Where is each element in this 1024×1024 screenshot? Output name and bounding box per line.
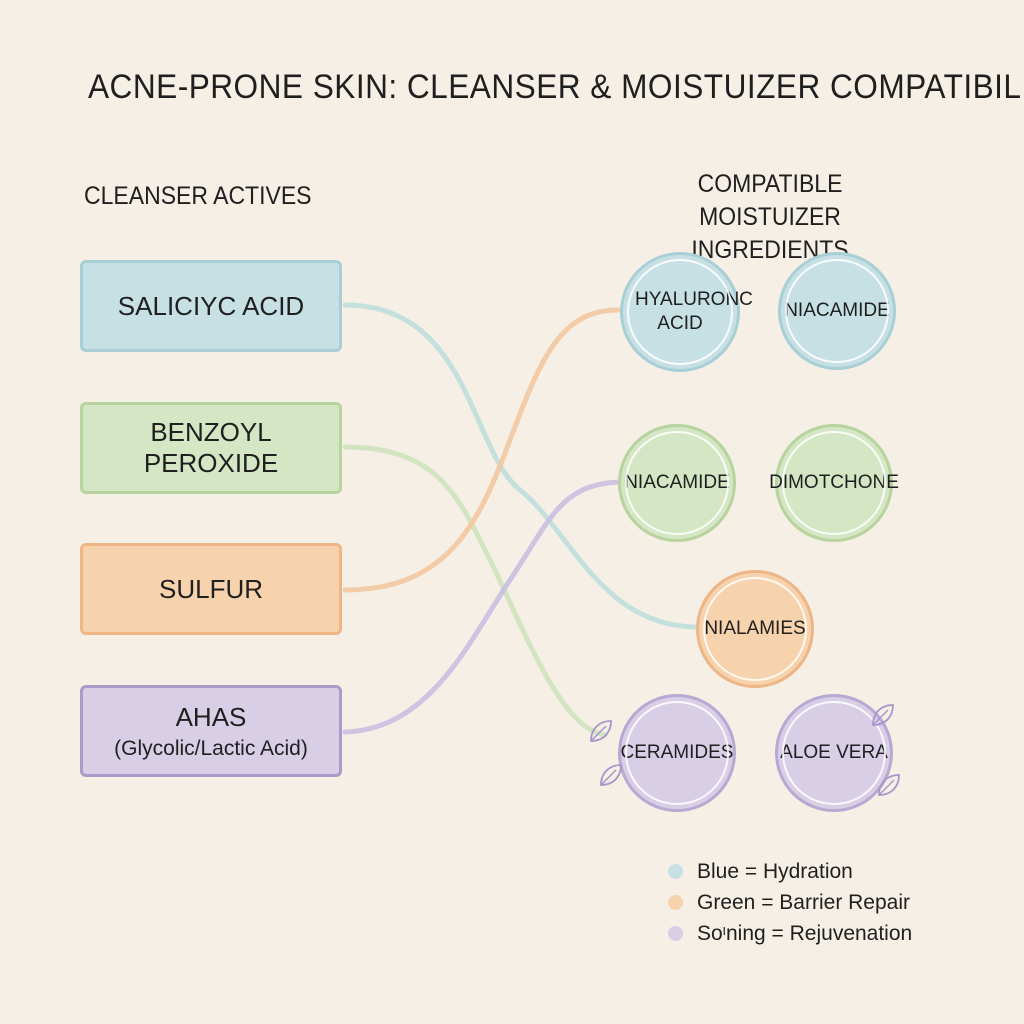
moisturizer-label: CERAMIDES [620,742,734,763]
cleanser-box-ahas: AHAS (Glycolic/Lactic Acid) [80,685,342,777]
legend-label: Soᶥning = Rejuvenation [697,922,913,945]
legend-label: Green = Barrier Repair [697,891,911,914]
connector-benzoyl-to-ceramides [342,444,608,738]
legend-item-hydration: Blue = Hydration [668,856,912,887]
moisturizer-aloe-vera: ALOE VERA [775,694,893,812]
leaf-icon [878,774,900,796]
legend-swatch [668,895,683,910]
cleanser-box-salicylic-acid: SALICIYC ACID [80,260,342,352]
diagram-title: ACNE-PRONE SKIN: CLEANSER & MOISTUIZER C… [88,68,1024,106]
moisturizer-niacamide-blue: NIACAMIDE [778,252,896,370]
cleanser-label: SULFUR [158,573,263,604]
legend-label: Blue = Hydration [697,860,853,883]
moisturizer-hyaluronic-acid: HYALURONC ACID [620,252,753,372]
cleanser-label: AHAS [175,701,247,732]
moisturizer-ingredients-heading: COMPATIBLE MOISTUIZER INGREDIENTS [691,170,849,264]
moisturizer-label: NIACAMIDE [784,300,890,321]
leaf-icon [590,720,612,742]
moisturizer-dimotchone: DIMOTCHONE [769,424,899,542]
legend-item-rejuvenation: Soᶥning = Rejuvenation [668,918,912,949]
cleanser-box-sulfur: SULFUR [80,543,342,635]
moisturizer-label: ALOE VERA [780,742,888,763]
legend: Blue = Hydration Green = Barrier Repair … [668,856,912,949]
moisturizer-label: NIACAMIDE [624,472,730,493]
cleanser-label: SALICIYC ACID [117,290,305,321]
connector-sulfur-to-hyaluronic [342,307,621,593]
moisturizer-niacamide-green: NIACAMIDE [618,424,736,542]
leaf-icon [600,764,622,786]
legend-swatch [668,864,683,879]
legend-item-barrier-repair: Green = Barrier Repair [668,887,912,918]
connector-ahas-to-niacamide [342,479,621,735]
moisturizer-nialamies: NIALAMIES [696,570,814,688]
cleanser-actives-heading: CLEANSER ACTIVES [84,182,312,210]
moisturizer-label: HYALURONC ACID [635,289,753,334]
legend-swatch [668,926,683,941]
moisturizer-label: DIMOTCHONE [769,472,899,493]
moisturizer-label: NIALAMIES [704,618,806,639]
cleanser-box-benzoyl-peroxide: BENZOYL PEROXIDE [80,402,342,494]
cleanser-label: BENZOYL PEROXIDE [143,417,279,478]
connector-salicylic-to-nialamies [342,302,698,630]
moisturizer-ceramides: CERAMIDES [618,694,736,812]
cleanser-sublabel: (Glycolic/Lactic Acid) [114,736,308,760]
leaf-icon [872,704,894,726]
